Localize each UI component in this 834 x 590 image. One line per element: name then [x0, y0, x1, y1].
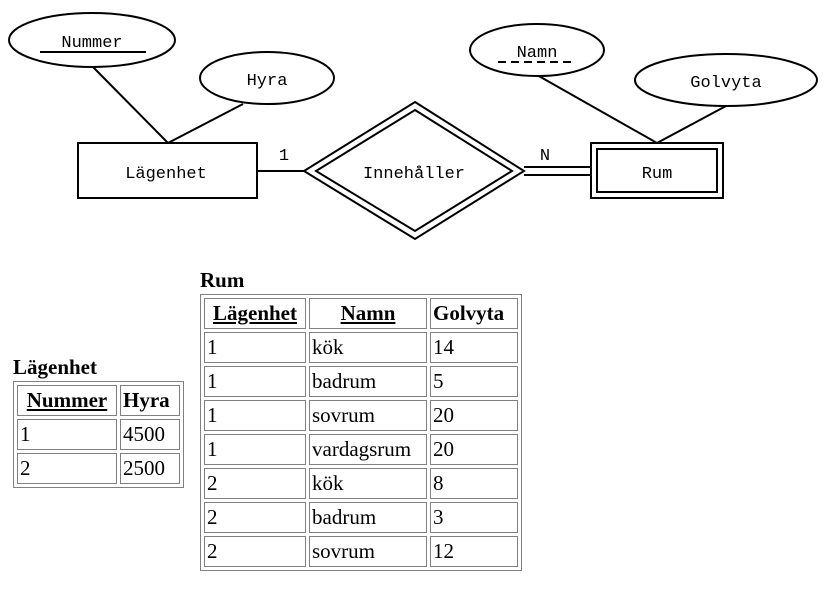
table-cell: 1: [17, 419, 117, 450]
table-row: 2 2500: [17, 453, 180, 484]
table-row: 1 vardagsrum 20: [204, 434, 518, 465]
column-header-namn: Namn: [309, 298, 427, 329]
table-cell: sovrum: [309, 400, 427, 431]
lagenhet-table: Nummer Hyra 1 4500 2 2500: [13, 381, 184, 488]
table-row: 1 4500: [17, 419, 180, 450]
table-cell: 14: [430, 332, 518, 363]
table-row: 2 badrum 3: [204, 502, 518, 533]
table-cell: 2: [17, 453, 117, 484]
table-cell: 8: [430, 468, 518, 499]
attribute-label-golvyta: Golvyta: [690, 74, 761, 93]
table-cell: 3: [430, 502, 518, 533]
column-header-nummer: Nummer: [17, 385, 117, 416]
table-cell: 2500: [120, 453, 180, 484]
relationship-diamond-outer: [302, 100, 526, 241]
rum-table-caption: Rum: [200, 268, 245, 292]
table-row: 2 kök 8: [204, 468, 518, 499]
table-cell: 20: [430, 434, 518, 465]
table-cell: 12: [430, 536, 518, 567]
attribute-ellipse-hyra: [199, 51, 335, 105]
attr-line-namn: [536, 74, 658, 144]
attribute-label-hyra: Hyra: [247, 72, 288, 91]
entity-label-rum: Rum: [642, 165, 673, 184]
table-cell: kök: [309, 332, 427, 363]
column-header-hyra: Hyra: [120, 385, 180, 416]
table-cell: 2: [204, 536, 306, 567]
attribute-label-nummer: Nummer: [61, 34, 122, 53]
table-header-row: Nummer Hyra: [17, 385, 180, 416]
relationship-label-innehaller: Innehåller: [363, 165, 465, 184]
column-header-lagenhet: Lägenhet: [204, 298, 306, 329]
er-diagram: Nummer Hyra Namn Golvyta Lägenhet Rum In…: [8, 12, 818, 241]
cardinality-label-many: N: [540, 147, 550, 166]
attr-line-nummer: [92, 66, 169, 144]
lagenhet-table-caption: Lägenhet: [13, 355, 97, 379]
attr-line-hyra: [167, 103, 244, 144]
table-cell: 20: [430, 400, 518, 431]
table-row: 2 sovrum 12: [204, 536, 518, 567]
table-cell: badrum: [309, 502, 427, 533]
table-row: 1 kök 14: [204, 332, 518, 363]
table-cell: badrum: [309, 366, 427, 397]
relationship-diamond-inner: [314, 108, 514, 233]
table-cell: 1: [204, 400, 306, 431]
table-cell: 1: [204, 366, 306, 397]
attribute-ellipse-golvyta: [634, 53, 818, 107]
table-cell: 2: [204, 502, 306, 533]
table-row: 1 badrum 5: [204, 366, 518, 397]
attribute-ellipse-nummer: [8, 12, 176, 68]
weak-entity-box-rum-inner: [596, 148, 718, 193]
table-cell: 1: [204, 332, 306, 363]
weak-entity-box-rum-outer: [590, 142, 724, 199]
attribute-label-namn: Namn: [517, 44, 558, 63]
entity-label-lagenhet: Lägenhet: [125, 165, 207, 184]
rum-table: Lägenhet Namn Golvyta 1 kök 14 1 badrum …: [200, 294, 522, 571]
attr-line-golvyta: [656, 105, 727, 144]
table-cell: 2: [204, 468, 306, 499]
table-cell: 5: [430, 366, 518, 397]
table-cell: sovrum: [309, 536, 427, 567]
table-cell: 4500: [120, 419, 180, 450]
entity-box-lagenhet: [77, 142, 258, 199]
table-cell: 1: [204, 434, 306, 465]
table-cell: kök: [309, 468, 427, 499]
table-header-row: Lägenhet Namn Golvyta: [204, 298, 518, 329]
table-cell: vardagsrum: [309, 434, 427, 465]
cardinality-label-one: 1: [279, 147, 289, 166]
column-header-golvyta: Golvyta: [430, 298, 518, 329]
table-row: 1 sovrum 20: [204, 400, 518, 431]
